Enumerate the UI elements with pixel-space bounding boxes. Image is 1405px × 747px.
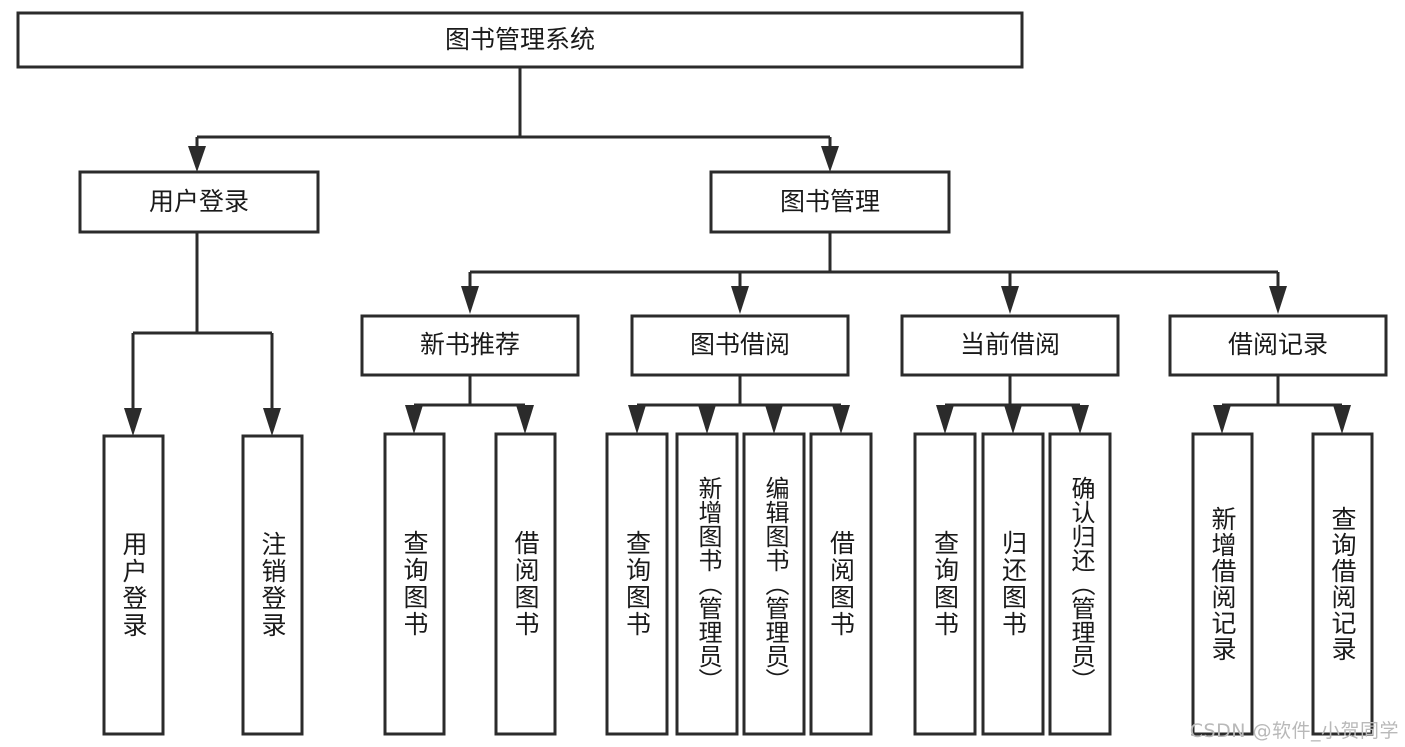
arrow-head-user-login: [188, 146, 206, 172]
node-box-leaf-logout[interactable]: [241, 434, 304, 736]
node-label-book-management: 图书管理: [780, 187, 880, 216]
arrow-head-bb-leaf-1: [628, 405, 646, 434]
arrow-head-cb-leaf-2: [1004, 405, 1022, 434]
watermark-text: CSDN @软件_小贺同学: [1189, 720, 1399, 742]
node-box-new-book-recommend[interactable]: [360, 314, 580, 377]
arrow-head-cb-leaf-3: [1071, 405, 1089, 434]
arrow-head-current-borrow: [1001, 286, 1019, 314]
node-box-leaf-user-login[interactable]: [102, 434, 165, 736]
arrow-head-nbr-leaf-1: [405, 405, 423, 434]
node-box-leaf-query-book-3[interactable]: [913, 432, 977, 736]
node-box-current-borrow[interactable]: [900, 314, 1120, 377]
node-box-leaf-add-book-admin[interactable]: [675, 432, 739, 736]
node-box-borrow-record[interactable]: [1168, 314, 1388, 377]
arrow-head-book-mgmt: [821, 146, 839, 172]
node-box-leaf-query-book-2[interactable]: [605, 432, 669, 736]
arrow-head-br-leaf-1: [1213, 405, 1231, 434]
node-label-user-login: 用户登录: [149, 187, 249, 216]
node-box-leaf-query-book-1[interactable]: [383, 432, 446, 736]
arrow-head-book-borrow: [731, 286, 749, 314]
node-box-book-borrow[interactable]: [630, 314, 850, 377]
node-box-leaf-query-borrow-record[interactable]: [1311, 432, 1374, 736]
node-box-leaf-borrow-book-1[interactable]: [494, 432, 557, 736]
arrow-head-borrow-record: [1269, 286, 1287, 314]
node-box-leaf-confirm-return-admin[interactable]: [1048, 432, 1112, 736]
node-label-current-borrow: 当前借阅: [960, 330, 1060, 359]
node-label-new-book-recommend: 新书推荐: [420, 330, 520, 359]
node-box-leaf-add-borrow-record[interactable]: [1191, 432, 1254, 736]
node-box-leaf-return-book[interactable]: [981, 432, 1045, 736]
arrow-head-br-leaf-2: [1333, 405, 1351, 434]
node-label-book-borrow: 图书借阅: [690, 330, 790, 359]
arrow-head-bb-leaf-4: [832, 405, 850, 434]
connector-layer: [124, 67, 1351, 436]
arrow-head-bb-leaf-3: [765, 405, 783, 434]
node-layer: 图书管理系统 用户登录 图书管理 新书推荐 图书借阅 当前借阅 借阅记录: [16, 11, 1388, 736]
arrow-head-leaf-logout: [263, 408, 281, 436]
arrow-head-new-book-rec: [461, 286, 479, 314]
node-box-root[interactable]: [16, 11, 1024, 69]
node-label-root: 图书管理系统: [445, 25, 595, 54]
node-box-leaf-edit-book-admin[interactable]: [742, 432, 806, 736]
arrow-head-leaf-user-login: [124, 408, 142, 436]
arrow-head-bb-leaf-2: [698, 405, 716, 434]
node-box-book-management[interactable]: [709, 170, 951, 234]
arrow-head-cb-leaf-1: [936, 405, 954, 434]
node-label-borrow-record: 借阅记录: [1228, 330, 1328, 359]
node-box-user-login[interactable]: [78, 170, 320, 234]
node-box-leaf-borrow-book-2[interactable]: [809, 432, 873, 736]
arrow-head-nbr-leaf-2: [516, 405, 534, 434]
